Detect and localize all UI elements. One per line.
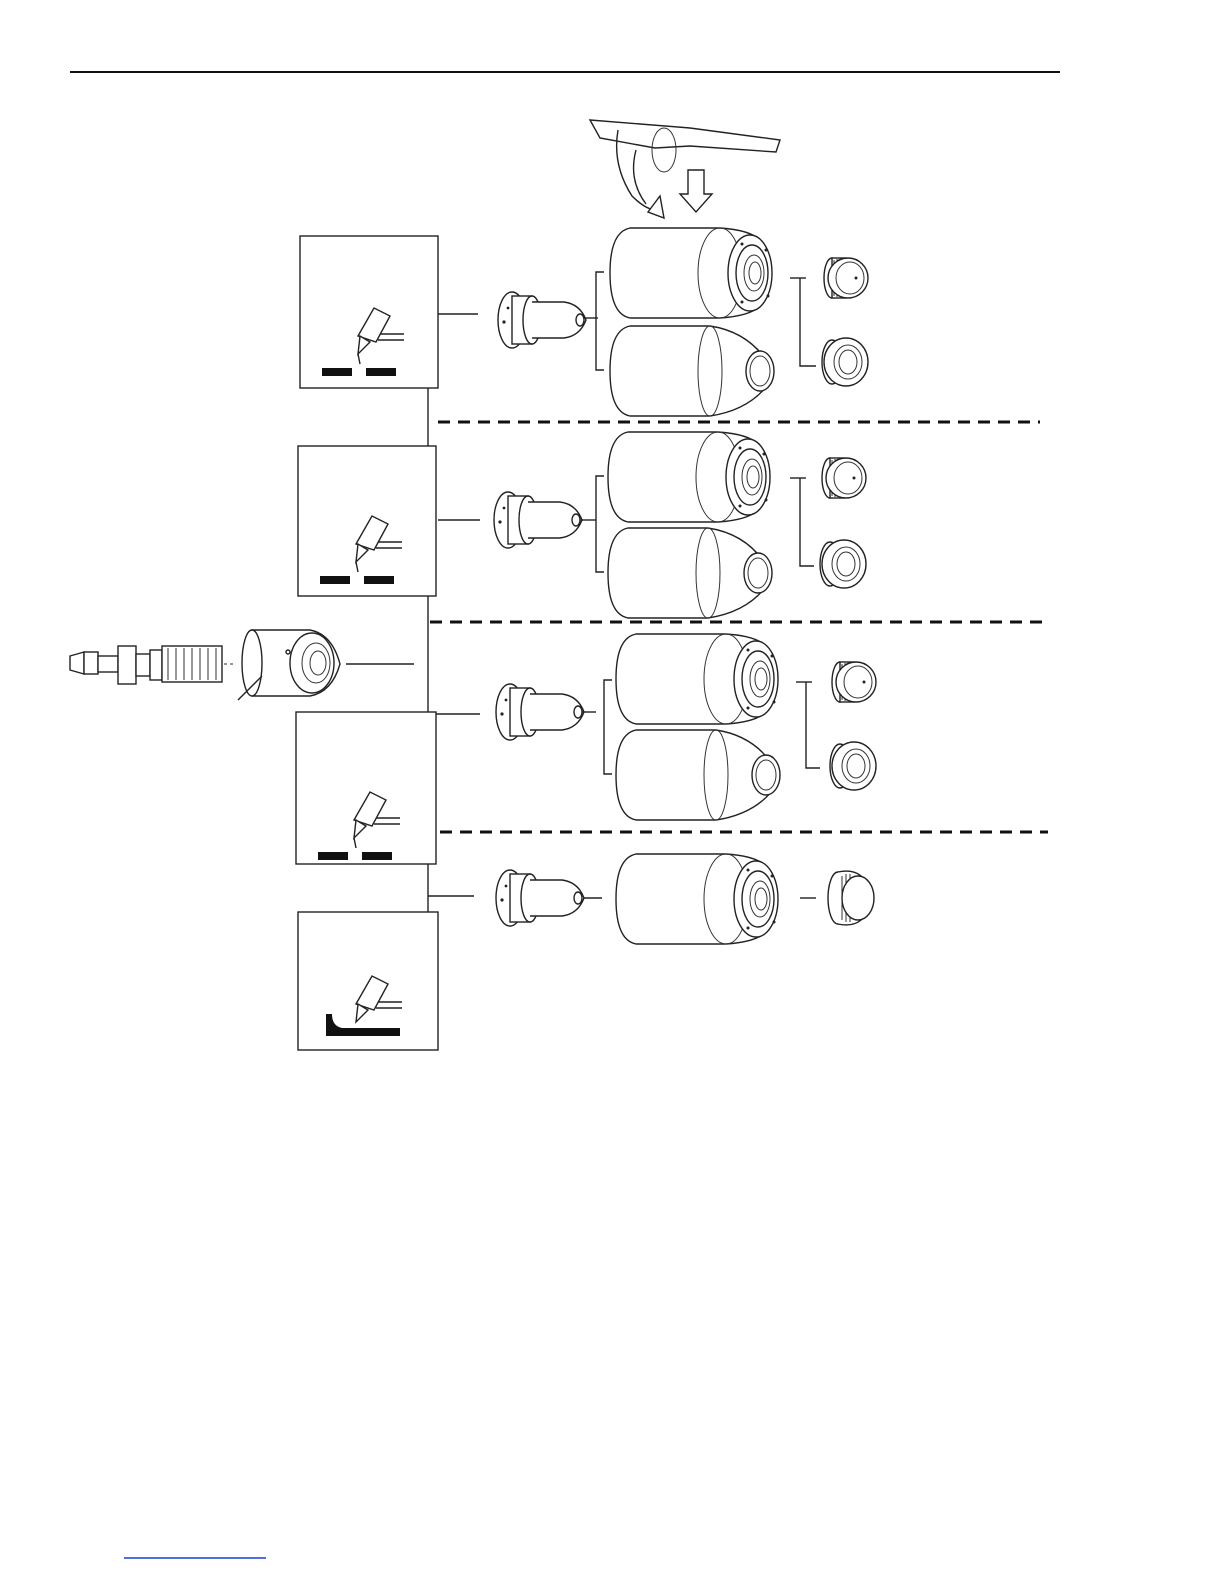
process-row-4 xyxy=(298,854,874,1050)
process-row-3 xyxy=(296,634,876,864)
nozzle-cone-icon xyxy=(610,326,774,416)
electrode-icon xyxy=(498,292,586,348)
shield-cap-icon xyxy=(832,662,876,702)
nozzle-cone-icon xyxy=(616,730,780,820)
shield-cap-icon xyxy=(824,258,868,298)
torch-body-icon xyxy=(70,646,234,684)
nozzle-retaining-cap-icon xyxy=(610,228,772,318)
process-box-marking xyxy=(300,236,438,388)
nozzle-retaining-cap-icon xyxy=(616,634,778,724)
shield-ring-icon xyxy=(822,338,868,386)
process-box-gouging xyxy=(298,912,438,1050)
process-row-2 xyxy=(298,432,866,618)
down-arrow-icon xyxy=(680,170,712,212)
nozzle-cone-icon xyxy=(608,528,772,618)
retaining-cap-icon xyxy=(238,630,340,700)
gouging-shield-icon xyxy=(828,871,874,925)
electrode-icon xyxy=(496,684,584,740)
electrode-icon xyxy=(496,870,584,926)
gouging-nozzle-cap-icon xyxy=(616,854,778,944)
shield-cap-icon xyxy=(822,458,866,498)
nozzle-retaining-cap-icon xyxy=(608,432,770,522)
consumable-removal-tool-icon xyxy=(590,120,780,218)
process-box-marking xyxy=(298,446,436,596)
process-row-1 xyxy=(300,228,868,416)
shield-ring-icon xyxy=(830,742,876,790)
process-box-marking xyxy=(296,712,436,864)
shield-ring-icon xyxy=(820,540,866,588)
electrode-icon xyxy=(494,492,582,548)
